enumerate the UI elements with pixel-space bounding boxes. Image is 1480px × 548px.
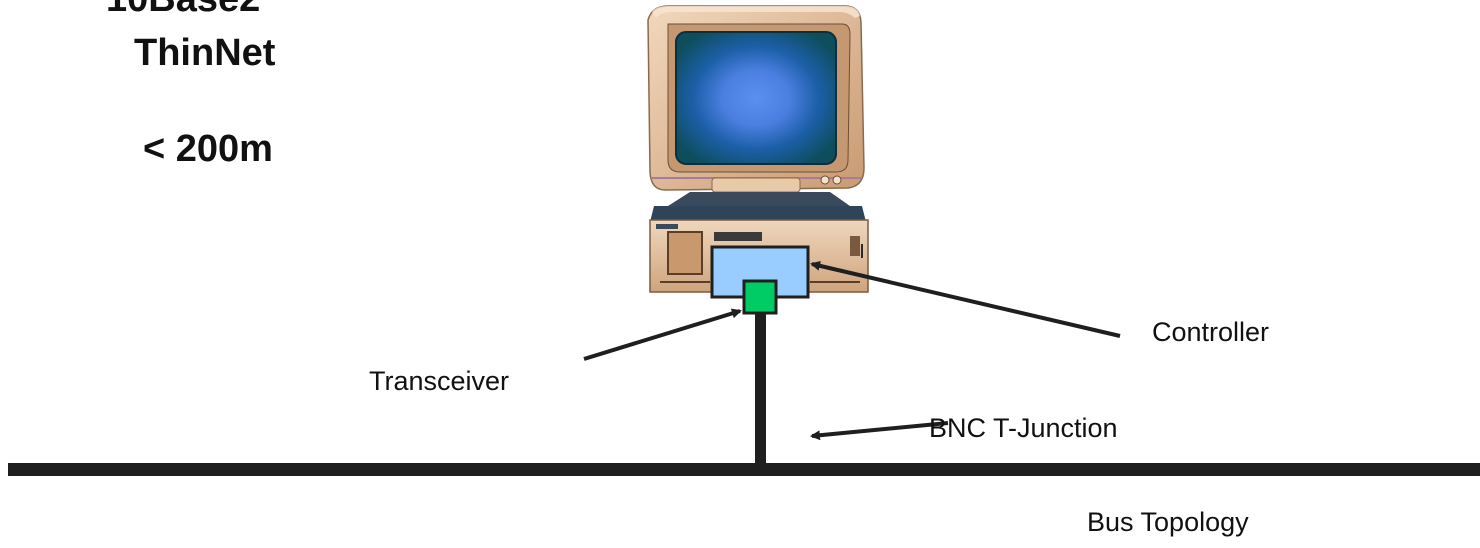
transceiver-box <box>742 279 778 315</box>
title-thinnet: ThinNet <box>134 32 276 74</box>
monitor-knob <box>820 175 830 185</box>
transceiver-label: Transceiver <box>369 366 510 396</box>
bus-topology-label: Bus Topology <box>1087 507 1249 537</box>
monitor-stand <box>668 192 850 206</box>
computer-icon <box>647 5 869 293</box>
drop-cable <box>755 313 766 469</box>
controller-label: Controller <box>1152 317 1270 347</box>
distance-limit: < 200m <box>143 128 273 170</box>
monitor-knob <box>832 175 842 185</box>
bnc-junction-label: BNC T-Junction <box>929 413 1118 443</box>
title-10base2: 10Base2 <box>106 0 260 21</box>
bnc-arrow <box>810 421 949 441</box>
monitor <box>647 5 865 193</box>
transceiver-arrow <box>583 308 742 361</box>
controller-arrow <box>810 260 1121 338</box>
bus-cable <box>8 463 1480 476</box>
monitor-screen <box>675 31 837 165</box>
